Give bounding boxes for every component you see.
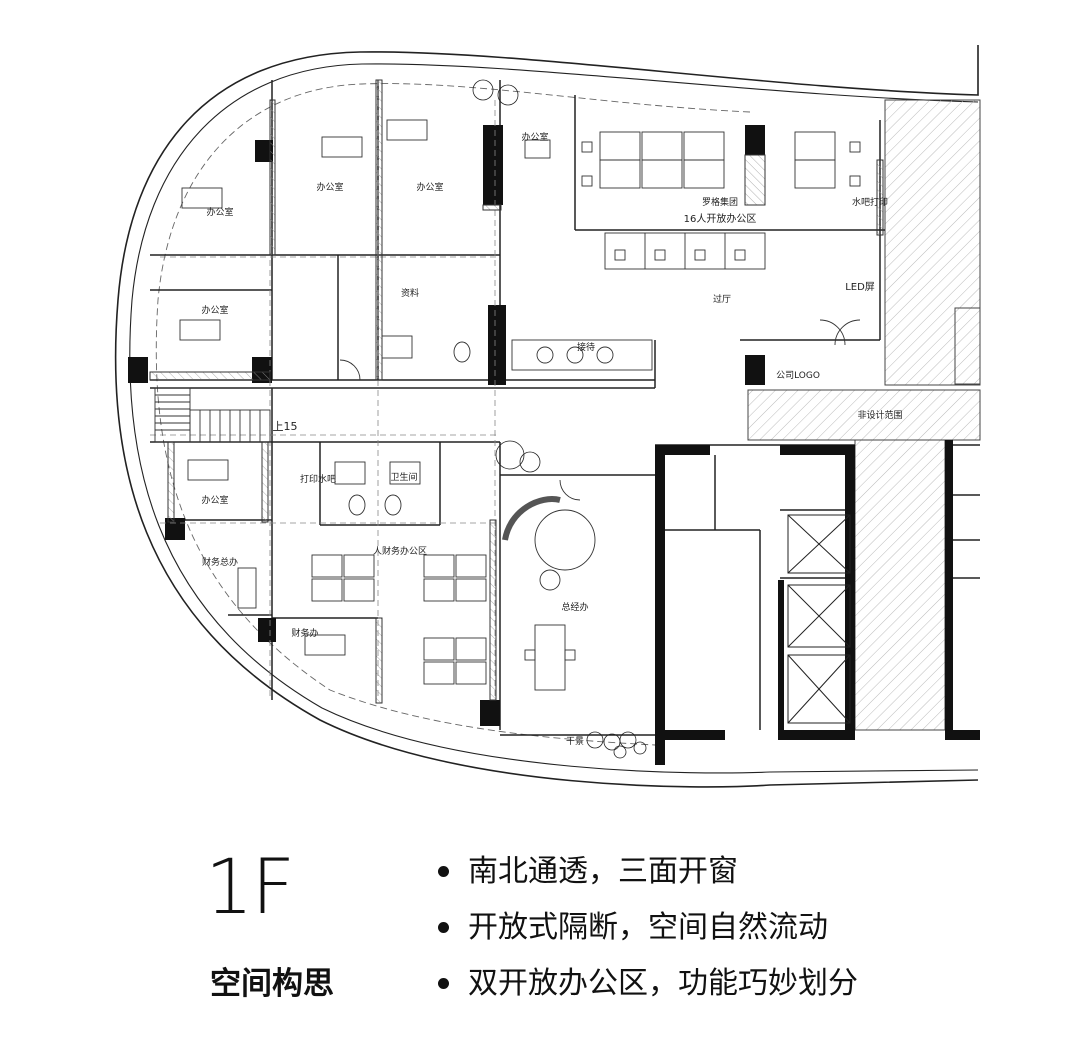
label-reception: 接待 xyxy=(577,341,595,353)
label-office-left-mid: 办公室 xyxy=(201,304,228,316)
label-company-logo: 公司LOGO xyxy=(776,370,820,381)
floor-plan: 办公室 办公室 办公室 办公室 办公室 办公室 16人开放办公区 罗格集团 过厅… xyxy=(114,45,981,788)
bullet-item: 南北通透，三面开窗 xyxy=(432,850,858,906)
bullet-dot-icon xyxy=(438,978,449,989)
label-restroom: 卫生间 xyxy=(390,471,417,483)
label-office-left-low: 办公室 xyxy=(201,494,228,506)
elevators xyxy=(787,514,851,724)
staircase xyxy=(154,387,271,443)
label-stairs: 上15 xyxy=(273,420,298,433)
label-open-office-16: 16人开放办公区 xyxy=(684,212,757,225)
label-office-tl: 办公室 xyxy=(206,206,233,218)
label-print-water-right: 水吧打印 xyxy=(852,196,888,208)
label-hall: 过厅 xyxy=(713,293,731,305)
floor-number: 1F xyxy=(205,842,295,931)
label-finance-head: 财务总办 xyxy=(202,556,238,568)
label-non-design: 非设计范围 xyxy=(857,409,902,421)
label-led: LED屏 xyxy=(845,281,875,293)
label-dry-landscape: 干景 xyxy=(566,736,584,747)
plants xyxy=(472,79,647,759)
grid-lines xyxy=(150,80,500,700)
furniture xyxy=(179,119,861,691)
label-gm-office: 总经办 xyxy=(561,601,588,613)
bullet-item: 开放式隔断，空间自然流动 xyxy=(432,906,858,962)
concept-subtitle: 空间构思 xyxy=(210,966,334,1002)
bullet-list: 南北通透，三面开窗 开放式隔断，空间自然流动 双开放办公区，功能巧妙划分 xyxy=(432,850,858,1018)
label-group: 罗格集团 xyxy=(702,196,738,208)
plan-labels: 办公室 办公室 办公室 办公室 办公室 办公室 16人开放办公区 罗格集团 过厅… xyxy=(201,131,902,747)
label-finance-office: 财务办 xyxy=(291,627,318,639)
bullet-item: 双开放办公区，功能巧妙划分 xyxy=(432,962,858,1018)
glass-partitions xyxy=(149,79,884,704)
building-outline xyxy=(114,45,979,788)
bullet-dot-icon xyxy=(438,866,449,877)
core-walls xyxy=(128,125,980,765)
bullet-text: 双开放办公区，功能巧妙划分 xyxy=(468,966,858,1001)
bullet-text: 南北通透，三面开窗 xyxy=(468,854,738,889)
label-archives: 资料 xyxy=(401,287,419,299)
label-office-b: 办公室 xyxy=(416,181,443,193)
label-office-a: 办公室 xyxy=(316,181,343,193)
bullet-dot-icon xyxy=(438,922,449,933)
label-print-water: 打印水吧 xyxy=(300,473,336,485)
label-office-small: 办公室 xyxy=(521,131,548,143)
bullet-text: 开放式隔断，空间自然流动 xyxy=(468,910,828,945)
non-design-zone xyxy=(747,99,981,731)
label-finance-open: 人财务办公区 xyxy=(373,545,427,557)
